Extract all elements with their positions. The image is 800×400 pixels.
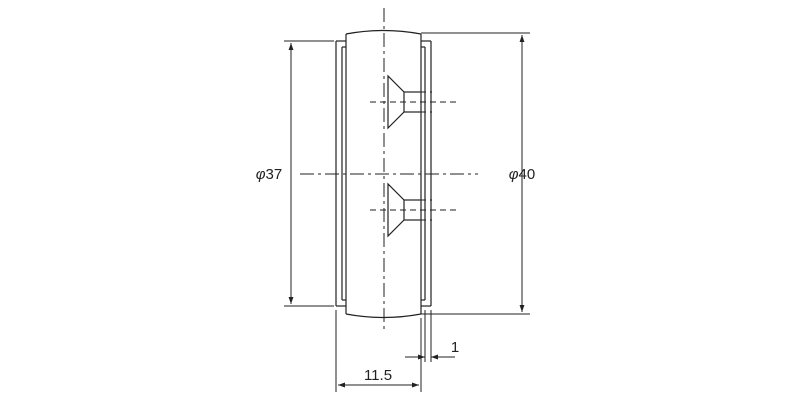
outer-diameter-dimension: φ40	[421, 32, 535, 315]
outer-diameter-label: φ40	[509, 166, 535, 183]
clearance-dimension: 1	[405, 310, 459, 362]
width-dimension: 11.5	[335, 310, 422, 392]
upper-countersunk-screw	[370, 74, 458, 130]
right-sleeve	[421, 40, 432, 307]
inner-diameter-dimension: φ37	[256, 40, 334, 307]
width-label: 11.5	[364, 367, 392, 384]
roller-body	[345, 29, 422, 319]
lower-countersunk-screw	[370, 182, 458, 238]
clearance-label: 1	[451, 339, 459, 356]
inner-diameter-label: φ37	[256, 166, 282, 183]
left-sleeve	[335, 40, 346, 307]
